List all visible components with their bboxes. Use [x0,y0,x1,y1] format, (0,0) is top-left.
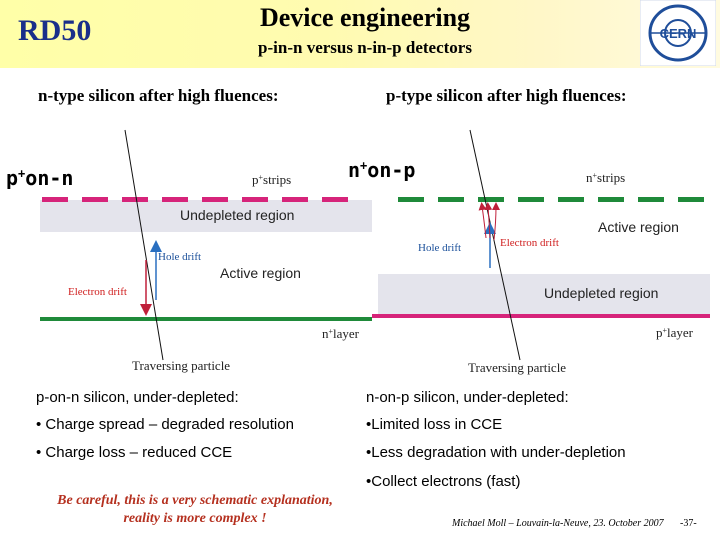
n-strip [598,197,624,202]
n-strip [478,197,504,202]
p-on-n-hole-drift-label: Hole drift [158,251,201,263]
page-number: -37- [680,518,697,529]
n-on-p-active-band [372,200,710,274]
n-on-p-particle-label: Traversing particle [468,360,566,375]
n-on-p-label-sup: + [360,158,368,173]
n-on-p-p-plus-layer [372,314,710,318]
p-strip [202,197,228,202]
p-on-n-section-title: p-on-n silicon, under-depleted: [36,389,239,406]
p-strip [242,197,268,202]
n-on-p-bullet-3: •Collect electrons (fast) [366,473,521,490]
p-on-n-bullet-2: • Charge loss – reduced CCE [36,444,233,461]
n-strips-rest: strips [597,170,625,185]
n-on-p-undepleted-label: Undepleted region [544,285,658,301]
n-layer-sup: + [329,327,334,336]
n-strips-sup: + [593,171,598,180]
warning-note: Be careful, this is a very schematic exp… [30,492,360,528]
p-on-n-electron-drift-label: Electron drift [68,286,127,298]
p-on-n-strips [42,197,348,202]
n-type-heading: n-type silicon after high fluences: [38,86,279,105]
p-layer-sup: + [663,326,668,335]
p-strips-rest: strips [263,172,291,187]
n-on-p-particle-track [469,129,521,361]
n-on-p-electron-arrow-1 [478,202,487,239]
page-title: Device engineering [259,3,471,32]
p-strip [282,197,308,202]
p-on-n-label-main: p [6,166,19,190]
n-on-p-label-rest: on-p [367,158,416,182]
n-strip [518,197,544,202]
n-layer-rest: layer [333,326,360,341]
p-on-n-particle-track [124,129,164,361]
n-on-p-detector [372,129,710,361]
n-on-p-bullet-1: •Limited loss in CCE [366,416,503,433]
n-on-p-electron-drift-label: Electron drift [500,237,559,249]
p-on-n-active-label: Active region [220,265,301,281]
n-layer-label: n+layer [322,326,360,341]
rd50-badge: RD50 [18,14,92,47]
p-strips-main: p [252,172,259,187]
warning-line-1: Be careful, this is a very schematic exp… [57,493,333,508]
p-strips-sup: + [259,173,264,182]
n-strip [638,197,664,202]
n-on-p-strips [398,197,704,202]
p-strip [322,197,348,202]
p-on-n-label-rest: on-n [25,166,74,190]
p-on-n-detector [40,129,372,361]
p-on-n-n-plus-layer [40,317,372,321]
warning-line-2: reality is more complex ! [123,511,267,526]
n-strips-label: n+strips [586,170,625,185]
p-strip [162,197,188,202]
n-on-p-label-main: n [348,158,361,182]
p-strip [122,197,148,202]
n-on-p-hole-drift-label: Hole drift [418,242,461,254]
page-subtitle: p-in-n versus n-in-p detectors [258,38,472,57]
p-on-n-bullet-1: • Charge spread – degraded resolution [36,416,294,433]
n-on-p-electron-arrow-3 [491,202,500,241]
p-layer-main: p [656,325,663,340]
n-on-p-active-label: Active region [598,219,679,235]
n-strip [558,197,584,202]
p-on-n-undepleted-band [40,200,372,232]
p-layer-rest: layer [667,325,694,340]
p-strips-label: p+strips [252,172,291,187]
footer-credit: Michael Moll – Louvain-la-Neuve, 23. Oct… [452,518,664,529]
p-on-n-particle-label: Traversing particle [132,358,230,373]
p-on-n-label: p+on-n [6,166,73,190]
p-on-n-label-sup: + [18,166,26,181]
n-on-p-bullet-2: •Less degradation with under-depletion [366,444,626,461]
p-strip [42,197,68,202]
p-on-n-active-band [40,232,372,318]
p-on-n-undepleted-label: Undepleted region [180,207,294,223]
p-type-heading: p-type silicon after high fluences: [386,86,627,105]
n-strip [438,197,464,202]
n-strip [398,197,424,202]
n-on-p-undepleted-band [378,274,710,314]
p-layer-label: p+layer [656,325,694,340]
cern-logo: CERN [640,0,716,66]
header-bar [0,0,720,68]
p-strip [82,197,108,202]
n-on-p-section-title: n-on-p silicon, under-depleted: [366,389,569,406]
n-on-p-label: n+on-p [348,158,415,182]
detector-diagram: p+strips Undepleted region Active region… [40,129,710,375]
n-strip [678,197,704,202]
n-on-p-electron-arrow-2 [484,202,493,239]
n-strips-main: n [586,170,593,185]
cern-logo-text: CERN [660,26,697,41]
n-layer-main: n [322,326,329,341]
